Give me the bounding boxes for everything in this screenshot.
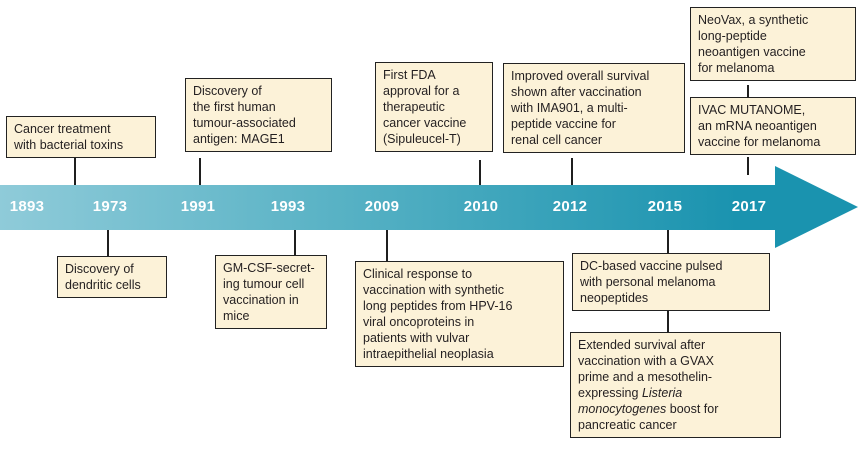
timeline-arrow-body [0, 185, 776, 230]
connector-1991 [199, 158, 201, 186]
event-box-1893-bacterial-toxins: Cancer treatment with bacterial toxins [6, 116, 156, 158]
event-box-2009-hpv16-peptides: Clinical response to vaccination with sy… [355, 261, 564, 367]
connector-2012 [571, 158, 573, 186]
year-label-1993: 1993 [270, 198, 306, 215]
year-label-1893: 1893 [9, 198, 45, 215]
connector-2010 [479, 160, 481, 186]
connector-2015 [667, 229, 669, 253]
year-label-1973: 1973 [92, 198, 128, 215]
gvax-text-start: Extended survival after vaccination with… [578, 338, 714, 400]
year-label-1991: 1991 [180, 198, 216, 215]
connector-2009 [386, 229, 388, 261]
connector-1893 [74, 158, 76, 186]
event-box-2017-ivac-mutanome: IVAC MUTANOME, an mRNA neoantigen vaccin… [690, 97, 856, 155]
event-box-2017-neovax: NeoVax, a synthetic long-peptide neoanti… [690, 7, 856, 81]
connector-2017 [747, 157, 749, 175]
gvax-text-end: boost for pancreatic cancer [578, 402, 719, 432]
year-label-2009: 2009 [364, 198, 400, 215]
event-box-1991-mage1: Discovery of the first human tumour-asso… [185, 78, 332, 152]
connector-1973 [107, 229, 109, 256]
connector-neovax-to-ivac [747, 85, 749, 98]
connector-dc-to-gvax [667, 310, 669, 332]
connector-1993 [294, 229, 296, 255]
event-box-2010-sipuleucel-t: First FDA approval for a therapeutic can… [375, 62, 493, 152]
year-label-2010: 2010 [463, 198, 499, 215]
event-box-2015-gvax-listeria: Extended survival after vaccination with… [570, 332, 781, 438]
event-box-1993-gm-csf: GM-CSF-secret- ing tumour cell vaccinati… [215, 255, 327, 329]
year-label-2017: 2017 [731, 198, 767, 215]
year-label-2012: 2012 [552, 198, 588, 215]
event-box-1973-dendritic-cells: Discovery of dendritic cells [57, 256, 167, 298]
timeline-arrowhead-icon [775, 166, 858, 248]
year-label-2015: 2015 [647, 198, 683, 215]
listeria-monocytogenes-italic: Listeria monocytogenes [578, 386, 683, 416]
event-box-2012-ima901: Improved overall survival shown after va… [503, 63, 685, 153]
event-box-2015-dc-vaccine: DC-based vaccine pulsed with personal me… [572, 253, 770, 311]
